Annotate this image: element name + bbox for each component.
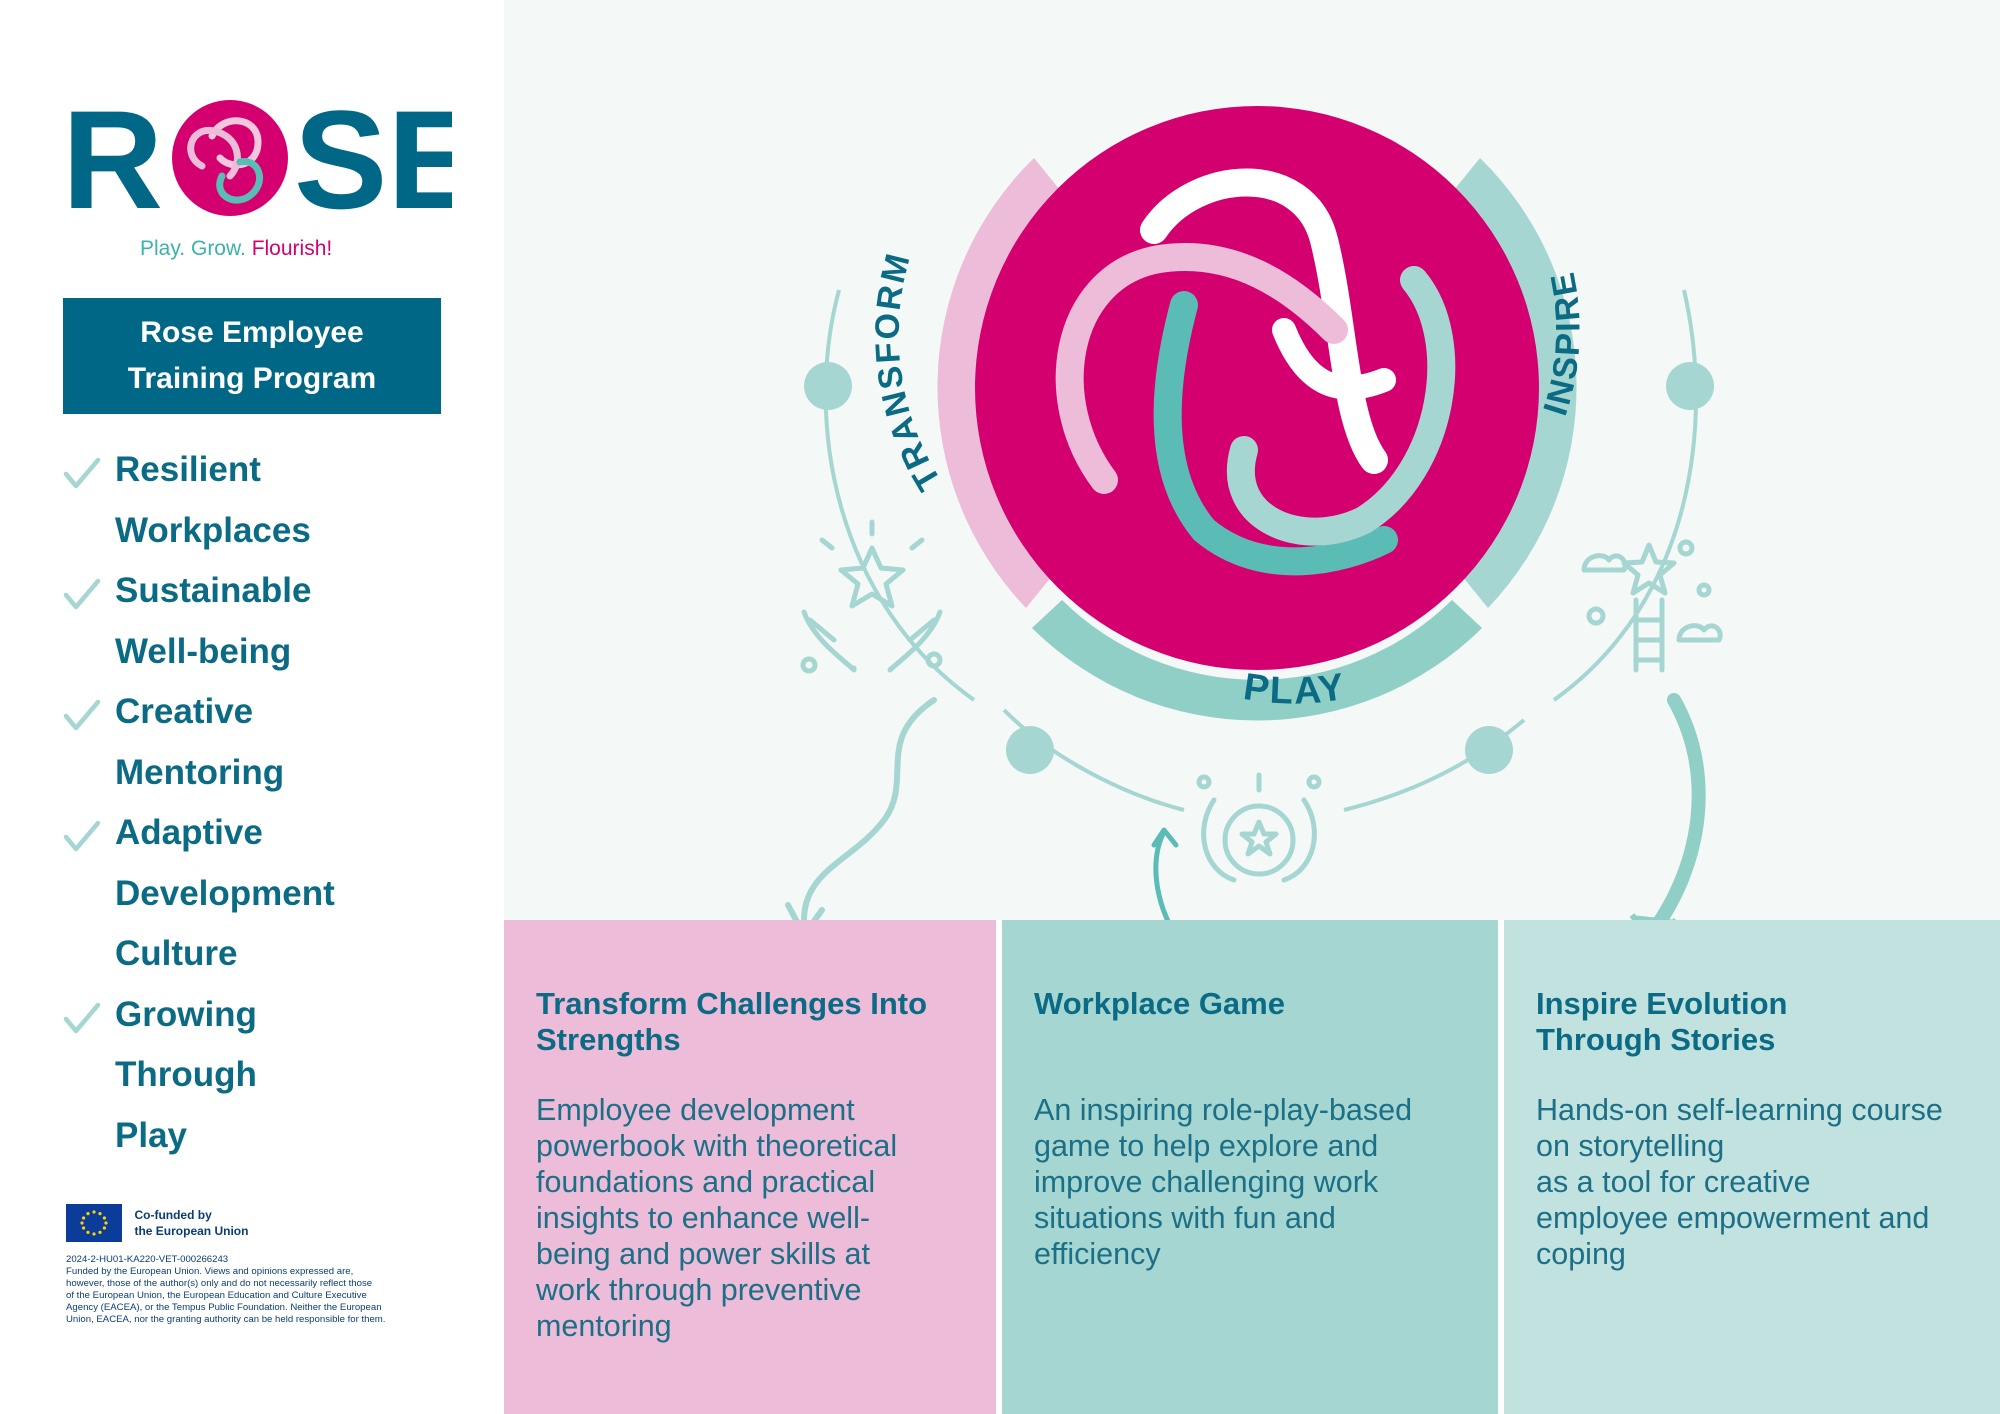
- checklist-text: Resilient: [115, 450, 261, 489]
- checklist-text: Through: [115, 1055, 257, 1094]
- checklist-text: Well-being: [115, 631, 292, 671]
- panel-body-line: Hands-on self-learning course: [1536, 1093, 1943, 1127]
- checkmark-icon: [63, 578, 101, 610]
- play-arc-segment: [1032, 600, 1482, 721]
- program-title-line: Training Program: [127, 362, 377, 395]
- checklist-text: Creative: [115, 692, 254, 731]
- arrow-to-inspire: [1652, 693, 1706, 920]
- panel-body-line: mentoring: [536, 1309, 672, 1343]
- disclaimer-line: 2024-2-HU01-KA220-VET-000266243: [66, 1254, 229, 1265]
- panel-body-line: coping: [1536, 1237, 1626, 1271]
- arrow-to-game: [1153, 829, 1171, 920]
- panel-body: Hands-on self-learning course on storyte…: [1536, 1092, 1970, 1272]
- cycle-node: [804, 362, 852, 410]
- program-title-box: Rose Employee Training Program: [63, 298, 441, 414]
- rose-cycle-diagram: TRANSFORM INSPIRE PLAY: [785, 106, 1723, 920]
- center-circle: [975, 106, 1539, 670]
- panel-inspire: Inspire Evolution Through Stories Hands-…: [1504, 920, 2000, 1414]
- panel-title-line: Strengths: [536, 1022, 681, 1057]
- checklist-item: Adaptive Development Culture: [62, 803, 482, 985]
- arrow-head-icon: [1151, 827, 1179, 848]
- panel-body-line: on storytelling: [1536, 1129, 1725, 1163]
- disclaimer-line: Funded by the European Union. Views and …: [66, 1266, 354, 1277]
- checkmark-icon: [63, 457, 101, 489]
- arrow-head-icon: [1629, 913, 1676, 920]
- checklist-text: Workplaces: [115, 510, 311, 550]
- panel-transform: Transform Challenges Into Strengths Empl…: [504, 920, 996, 1414]
- panel-body-line: efficiency: [1034, 1237, 1161, 1271]
- panel-body: Employee development powerbook with theo…: [536, 1092, 966, 1344]
- checklist-text: Mentoring: [115, 752, 285, 792]
- logo-letters-se: SE: [294, 96, 452, 238]
- panel-title: Workplace Game: [1034, 986, 1468, 1022]
- panel-body-line: work through preventive: [536, 1273, 862, 1307]
- logo-tagline: Play. Grow. Flourish!: [140, 237, 332, 260]
- panel-body-line: improve challenging work: [1034, 1165, 1379, 1199]
- checklist-text: Sustainable: [115, 571, 312, 610]
- panel-body-line: insights to enhance well-: [536, 1201, 870, 1235]
- disclaimer-line: of the European Union, the European Educ…: [66, 1290, 367, 1301]
- panel-title: Inspire Evolution Through Stories: [1536, 986, 1970, 1058]
- checkmark-icon: [63, 699, 101, 731]
- checklist-text: Culture: [115, 934, 238, 973]
- rose-knot-icon: [1055, 168, 1456, 576]
- checklist: Resilient Workplaces Sustainable Well-be…: [62, 440, 482, 1166]
- panel-body-line: foundations and practical: [536, 1165, 876, 1199]
- checkmark-icon: [63, 820, 101, 852]
- label-play: PLAY: [1241, 666, 1349, 713]
- sidebar: R SE Play. Grow. Flourish! Rose Employee…: [0, 0, 504, 1414]
- eu-funding-block: Co-funded by the European Union 2024-2-H…: [66, 1204, 446, 1326]
- panel-title-line: Inspire Evolution: [1536, 986, 1788, 1021]
- hands-star-icon: [800, 519, 943, 674]
- checklist-text: Development: [115, 873, 335, 913]
- checklist-item: Growing Through Play: [62, 985, 482, 1167]
- transform-arc-segment: [937, 158, 1060, 608]
- checklist-text: Play: [115, 1115, 187, 1155]
- checkmark-icon: [63, 1002, 101, 1033]
- program-title: Rose Employee Training Program: [128, 310, 376, 402]
- cycle-node: [1006, 726, 1054, 774]
- panel-body-line: situations with fun and: [1034, 1201, 1336, 1235]
- eu-cofunded-line: Co-funded by: [134, 1208, 212, 1222]
- disclaimer-line: Union, EACEA, nor the granting authority…: [66, 1314, 386, 1325]
- disclaimer-line: Agency (EACEA), or the Tempus Public Fou…: [66, 1302, 382, 1313]
- eu-disclaimer: 2024-2-HU01-KA220-VET-000266243 Funded b…: [66, 1254, 446, 1326]
- cycle-line-left: [823, 289, 976, 702]
- checklist-item: Resilient Workplaces: [62, 440, 482, 561]
- inspire-arc-segment: [1454, 158, 1577, 608]
- ladder-star-icon: [1581, 539, 1723, 673]
- panel-title-line: Workplace Game: [1034, 986, 1285, 1021]
- panel-title-line: Through Stories: [1536, 1022, 1776, 1057]
- cycle-node: [1666, 362, 1714, 410]
- logo-letter-r: R: [62, 96, 163, 238]
- eu-cofunded-label: Co-funded by the European Union: [134, 1207, 248, 1239]
- hero-diagram: TRANSFORM INSPIRE PLAY: [504, 0, 2000, 920]
- checklist-text: Adaptive: [115, 813, 263, 852]
- panel-body-line: Employee development: [536, 1093, 855, 1127]
- program-title-line: Rose Employee: [140, 316, 364, 349]
- checklist-item: Creative Mentoring: [62, 682, 482, 803]
- arrow-head-icon: [785, 902, 825, 920]
- panel-body-line: as a tool for creative: [1536, 1165, 1811, 1199]
- label-transform: TRANSFORM: [868, 248, 948, 497]
- panel-title-line: Transform Challenges Into: [536, 986, 928, 1021]
- checklist-item: Sustainable Well-being: [62, 561, 482, 682]
- eu-cofunded-line: the European Union: [134, 1224, 249, 1238]
- cycle-line-right: [1552, 289, 1699, 702]
- cycle-node: [1465, 726, 1513, 774]
- panel-workplace-game: Workplace Game An inspiring role-play-ba…: [1002, 920, 1498, 1414]
- eu-flag-icon: [66, 1204, 122, 1242]
- panel-body-line: game to help explore and: [1034, 1129, 1379, 1163]
- checklist-text: Growing: [115, 994, 257, 1034]
- panel-body: An inspiring role-play-based game to hel…: [1034, 1092, 1468, 1272]
- rose-logo: R SE Play. Grow. Flourish!: [62, 96, 452, 260]
- arrow-to-transform: [801, 697, 937, 920]
- disclaimer-line: however, those of the author(s) only and…: [66, 1278, 373, 1289]
- panel-body-line: being and power skills at: [536, 1237, 870, 1271]
- panel-body-line: powerbook with theoretical: [536, 1129, 898, 1163]
- panel-body-line: employee empowerment and: [1536, 1201, 1930, 1235]
- panel-body-line: An inspiring role-play-based: [1034, 1093, 1413, 1127]
- laurel-badge-icon: [1196, 772, 1322, 883]
- panel-title: Transform Challenges Into Strengths: [536, 986, 966, 1058]
